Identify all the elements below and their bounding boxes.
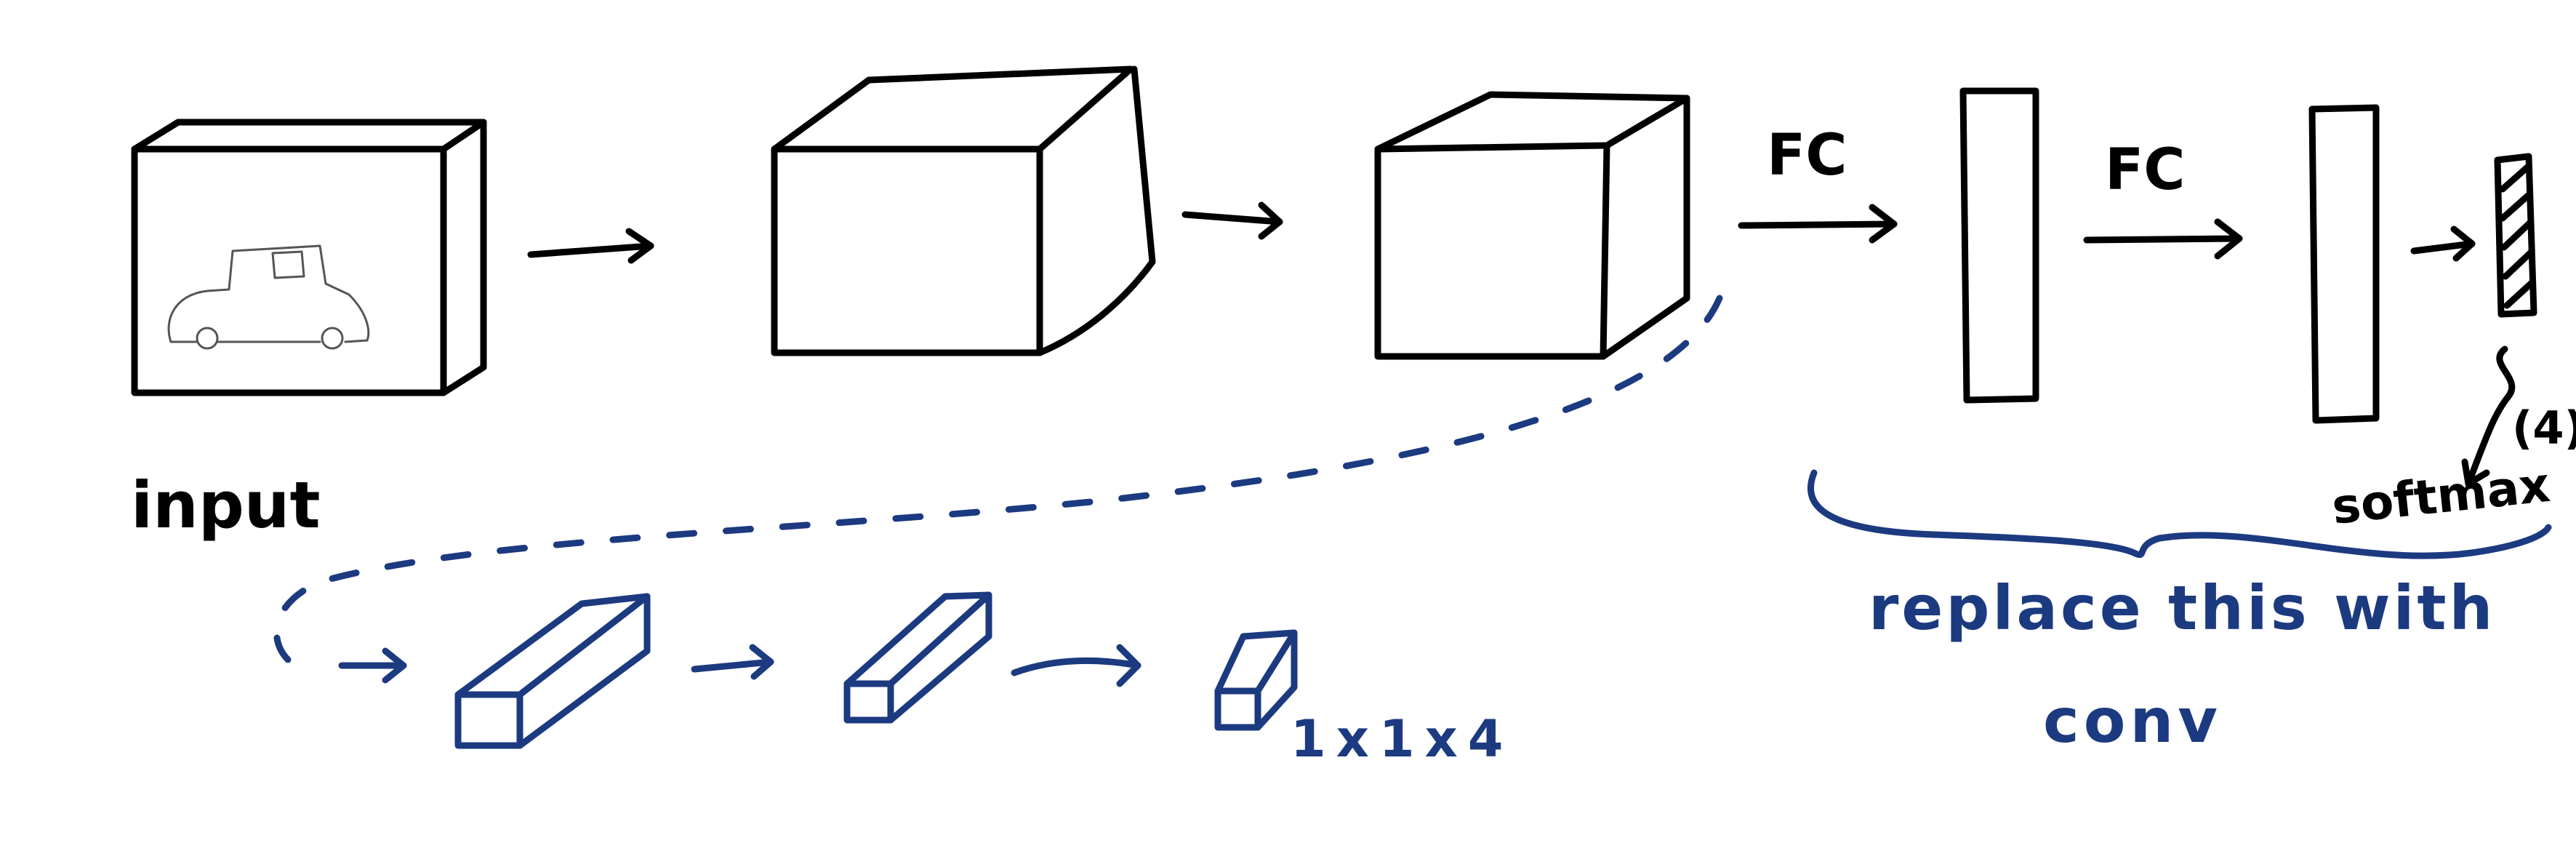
conv-volume-1 bbox=[771, 65, 1156, 356]
fc-layer-1 bbox=[1959, 87, 2039, 404]
softmax-label: softmax bbox=[2330, 457, 2553, 535]
input-volume bbox=[131, 119, 487, 396]
replace-brace bbox=[1807, 469, 2552, 559]
arrow-fc1-to-fc2 bbox=[2083, 218, 2243, 260]
fc-label-2: FC bbox=[2105, 137, 2186, 203]
conv-block-1 bbox=[454, 593, 651, 749]
replace-note-line2: conv bbox=[2043, 685, 2222, 756]
conv-volume-2 bbox=[1374, 91, 1690, 360]
arrow-block2-to-block3 bbox=[1011, 644, 1141, 687]
arrow-input-to-conv1 bbox=[527, 228, 654, 264]
softmax-output-bar bbox=[2494, 153, 2537, 318]
dashed-curve-connector bbox=[273, 295, 1723, 684]
softmax-count-label: (4) bbox=[2512, 401, 2576, 455]
input-label: input bbox=[131, 468, 321, 543]
fc-layer-2 bbox=[2308, 104, 2380, 424]
replace-note-line1: replace this with bbox=[1869, 572, 2495, 644]
arrow-conv1-to-conv2 bbox=[1181, 201, 1283, 240]
arrow-block1-to-block2 bbox=[691, 644, 774, 680]
output-shape-label: 1x1x4 bbox=[1291, 709, 1513, 769]
arrow-conv2-to-fc1 bbox=[1738, 204, 1898, 244]
arrow-fc2-to-output bbox=[2410, 225, 2476, 262]
squiggle-arrow bbox=[2461, 345, 2516, 487]
fc-label-1: FC bbox=[1767, 123, 1847, 188]
conv-block-2 bbox=[843, 591, 992, 724]
car-icon bbox=[167, 244, 370, 350]
conv-block-3 bbox=[1214, 629, 1298, 731]
